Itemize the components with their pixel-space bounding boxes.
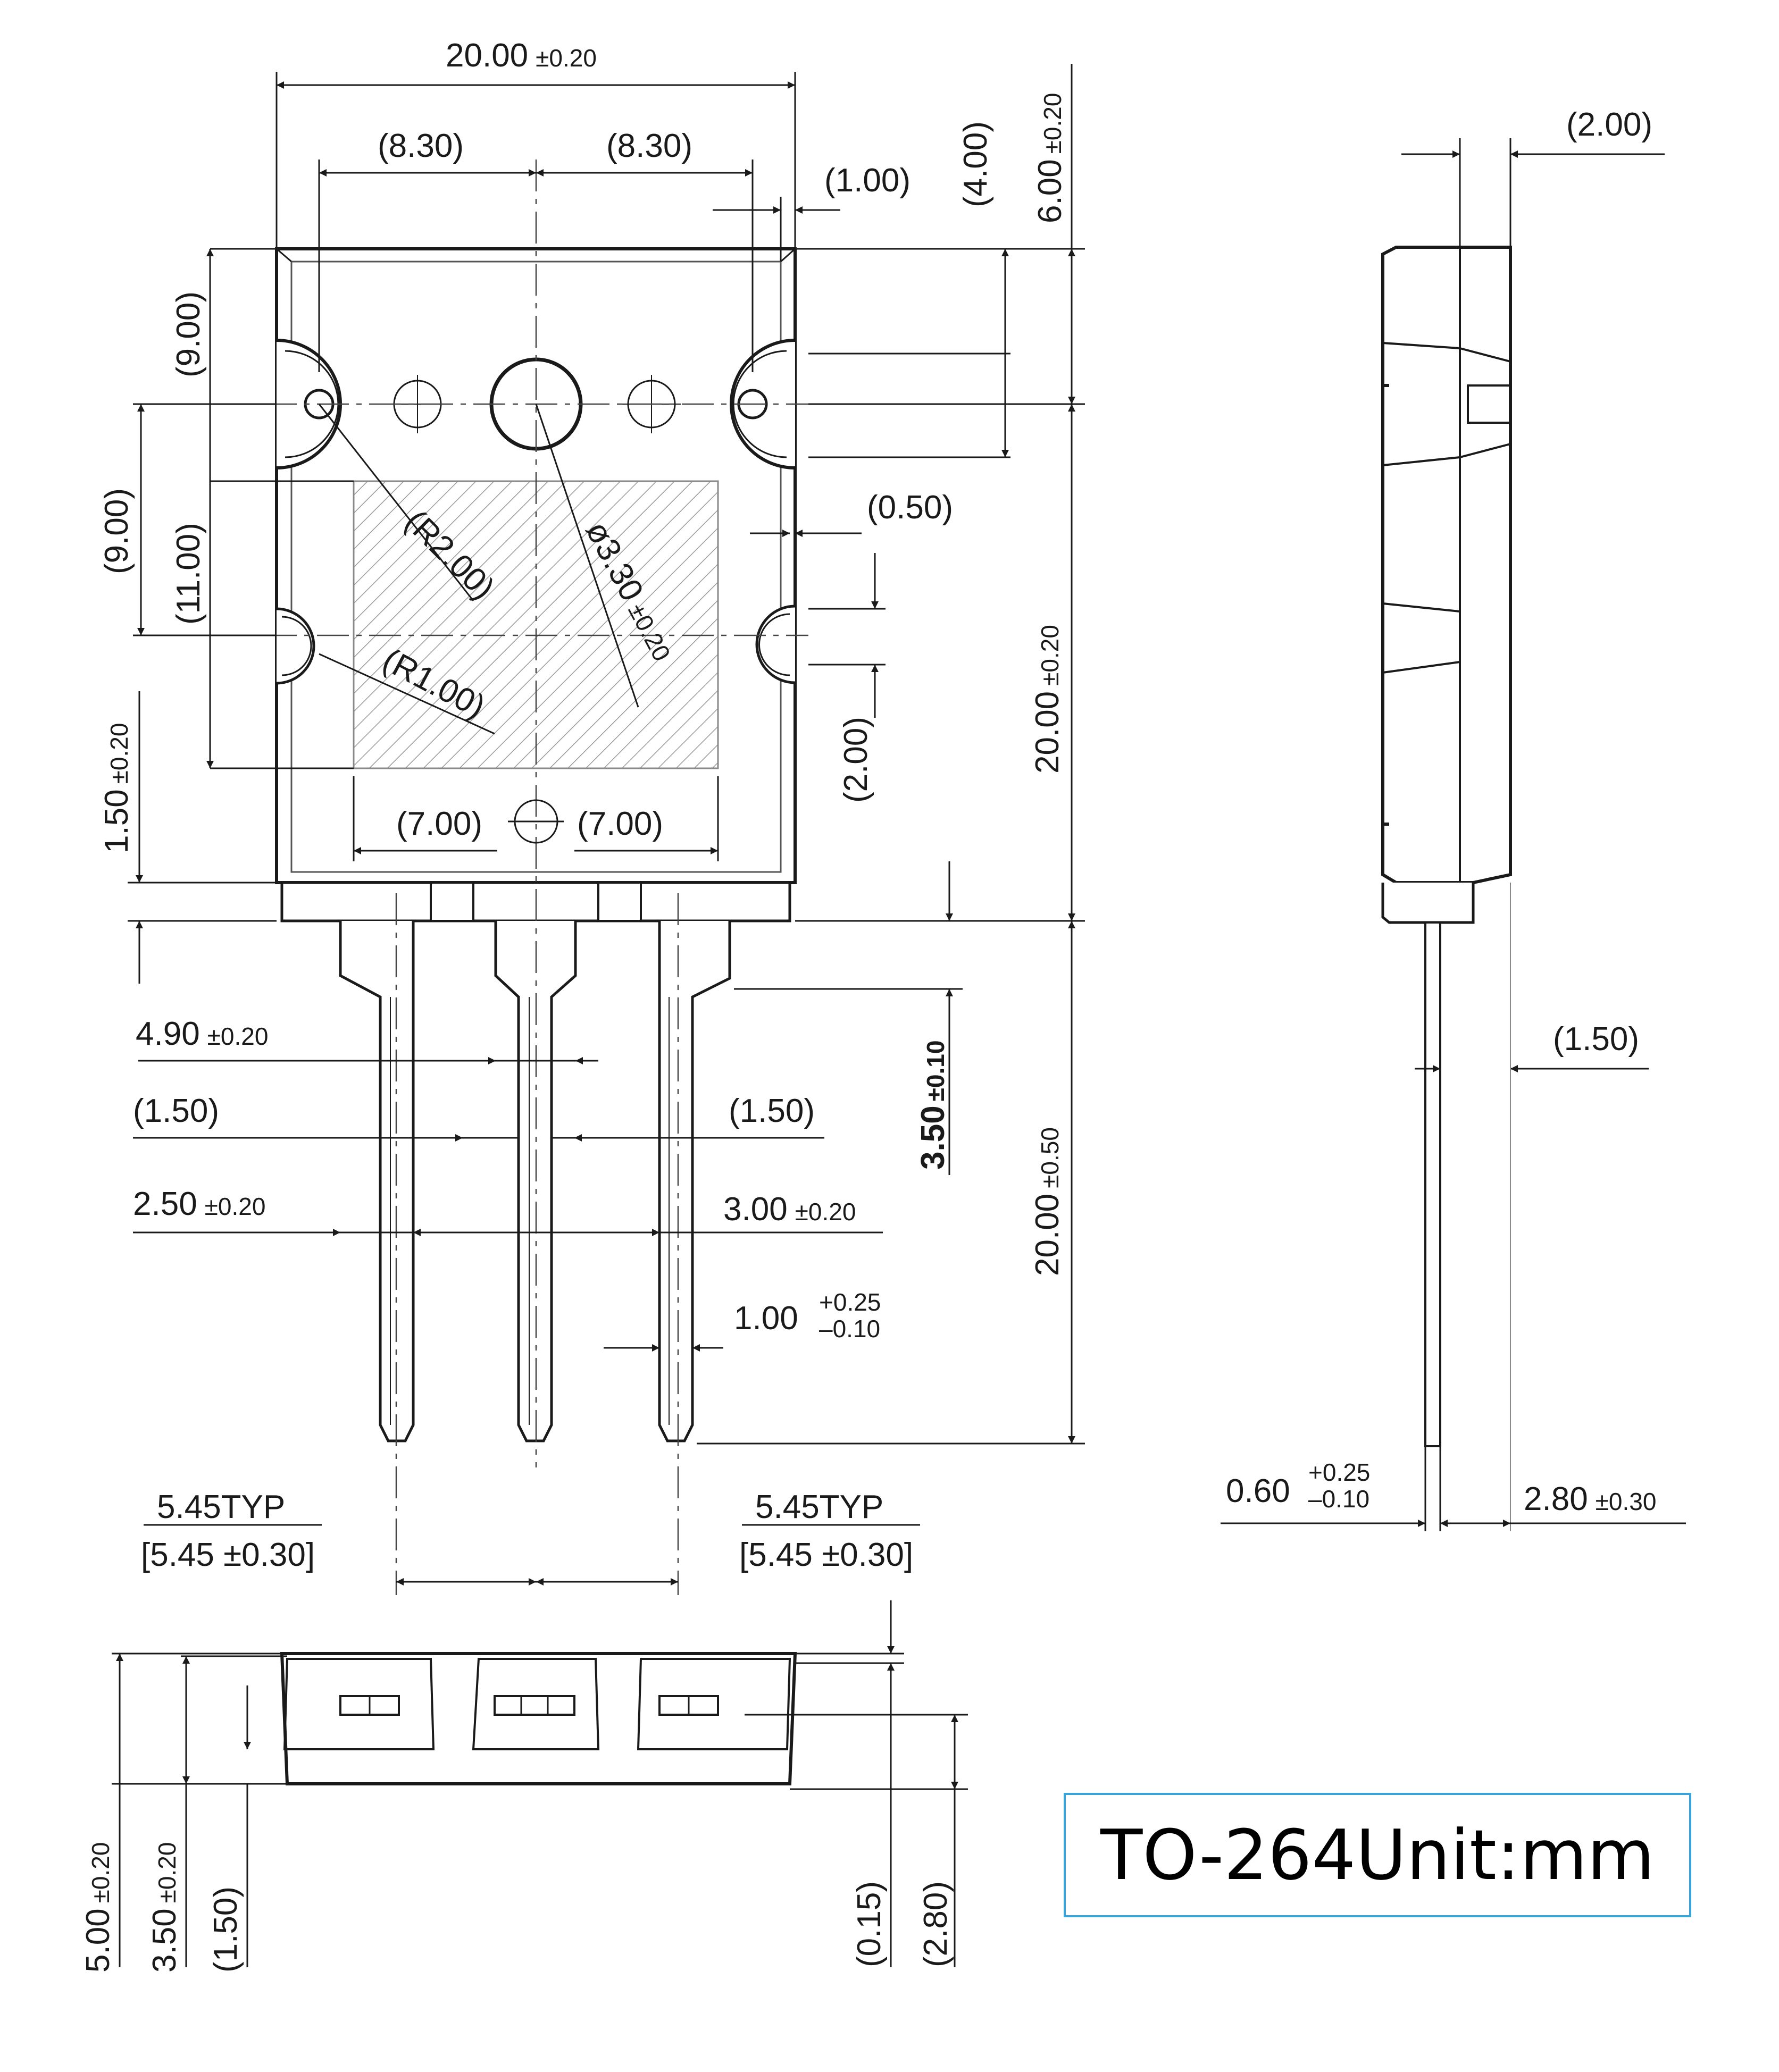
label-notch-width: (2.00) bbox=[838, 717, 874, 803]
label-lead-thickness: 0.60 bbox=[1226, 1473, 1290, 1509]
label-center-lead-width: 3.00±0.20 bbox=[723, 1191, 856, 1228]
side-view bbox=[1381, 246, 1512, 1447]
label-hole-spacing-left: (8.30) bbox=[378, 128, 464, 164]
label-hole-to-notch: (9.00) bbox=[98, 488, 135, 574]
label-lead-width-tol-plus: +0.25 bbox=[819, 1288, 881, 1316]
label-lead-shoulder-width: 4.90±0.20 bbox=[136, 1016, 268, 1052]
label-lead-gap-left: (1.50) bbox=[133, 1093, 219, 1129]
label-total-thickness: 5.00±0.20 bbox=[80, 1842, 116, 1973]
label-hole-from-top: (4.00) bbox=[957, 121, 994, 207]
label-lead-width-tol-minus: –0.10 bbox=[819, 1315, 880, 1343]
dimension-labels: 20.00±0.20 (8.30) (8.30) (1.00) (4.00) 6… bbox=[80, 37, 1656, 1973]
label-edge-offset-top: (1.00) bbox=[824, 162, 911, 199]
side-dimension-lines bbox=[1221, 138, 1686, 1531]
label-lead-length: 20.00±0.50 bbox=[1029, 1127, 1066, 1276]
lead-3 bbox=[658, 921, 731, 1442]
label-body-width: 20.00±0.20 bbox=[446, 37, 597, 74]
label-pad-half-left: (7.00) bbox=[396, 806, 482, 842]
label-outer-lead-width: 2.50±0.20 bbox=[133, 1186, 265, 1222]
label-notch-offset: (0.50) bbox=[867, 489, 953, 526]
label-lead-thickness-tol-minus: –0.10 bbox=[1308, 1485, 1369, 1513]
label-step-large: (2.80) bbox=[917, 1881, 954, 1967]
lead-1 bbox=[339, 921, 415, 1442]
bottom-dimension-lines bbox=[112, 1600, 968, 1967]
label-lead-gap-right: (1.50) bbox=[729, 1093, 815, 1129]
label-hole-spacing-right: (8.30) bbox=[606, 128, 692, 164]
label-pitch-right: 5.45TYP bbox=[755, 1489, 883, 1525]
side-body bbox=[1381, 246, 1512, 884]
bottom-body bbox=[280, 1652, 797, 1785]
label-body-height: 20.00±0.20 bbox=[1029, 625, 1066, 774]
label-bottom-offset: 1.50±0.20 bbox=[98, 723, 135, 853]
label-pad-height: (11.00) bbox=[170, 523, 207, 625]
label-pitch-left: 5.45TYP bbox=[157, 1489, 285, 1525]
label-pad-half-right: (7.00) bbox=[577, 806, 663, 842]
label-shoulder-length: 3.50±0.10 bbox=[915, 1041, 951, 1170]
package-title-box: TO-264 Unit:mm bbox=[1064, 1793, 1691, 1917]
label-top-to-hole: 6.00±0.20 bbox=[1032, 93, 1068, 223]
label-step-small: (0.15) bbox=[851, 1881, 888, 1967]
bottom-view bbox=[280, 1652, 797, 1785]
label-lead-rise: (1.50) bbox=[207, 1886, 244, 1973]
unit-label: Unit:mm bbox=[1356, 1815, 1655, 1895]
label-tab-thickness: 3.50±0.20 bbox=[146, 1842, 183, 1973]
package-name: TO-264 bbox=[1100, 1815, 1356, 1895]
label-lead-thickness-tol-plus: +0.25 bbox=[1308, 1458, 1370, 1486]
label-hole-to-top-left: (9.00) bbox=[170, 291, 207, 378]
label-pitch-right-bracket: [5.45 ±0.30] bbox=[739, 1537, 913, 1573]
centerlines bbox=[213, 160, 808, 1595]
label-side-lead-offset: (1.50) bbox=[1553, 1021, 1639, 1058]
front-dimension-lines bbox=[128, 64, 1085, 1586]
label-lead-to-back: 2.80±0.30 bbox=[1524, 1481, 1656, 1517]
label-pitch-left-bracket: [5.45 ±0.30] bbox=[141, 1537, 315, 1573]
label-side-thickness: (2.00) bbox=[1566, 106, 1652, 143]
side-lead bbox=[1424, 921, 1441, 1447]
side-foot bbox=[1381, 883, 1475, 924]
label-lead-width: 1.00 bbox=[734, 1300, 798, 1337]
